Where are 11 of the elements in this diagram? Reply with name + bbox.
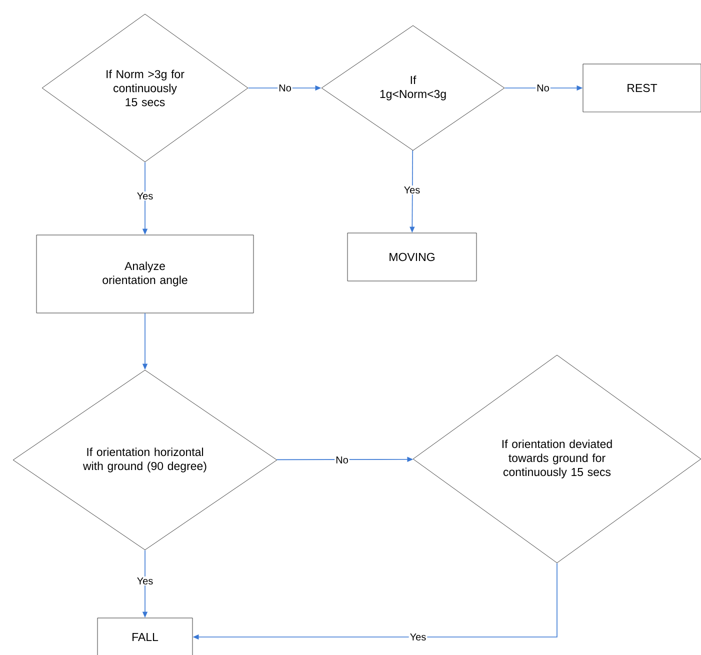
process-box: Analyze orientation angle [36,234,254,314]
edge-label: Yes [136,576,154,586]
process-box: REST [582,64,701,112]
edge-label: No [536,84,550,92]
edge-label: No [278,84,292,92]
edge-label: Yes [402,186,422,194]
process-box: FALL [97,618,193,655]
edge-label: Yes [136,192,154,200]
process-box: MOVING [347,232,477,282]
edge-label: Yes [408,632,428,642]
edge-label: No [334,456,350,464]
